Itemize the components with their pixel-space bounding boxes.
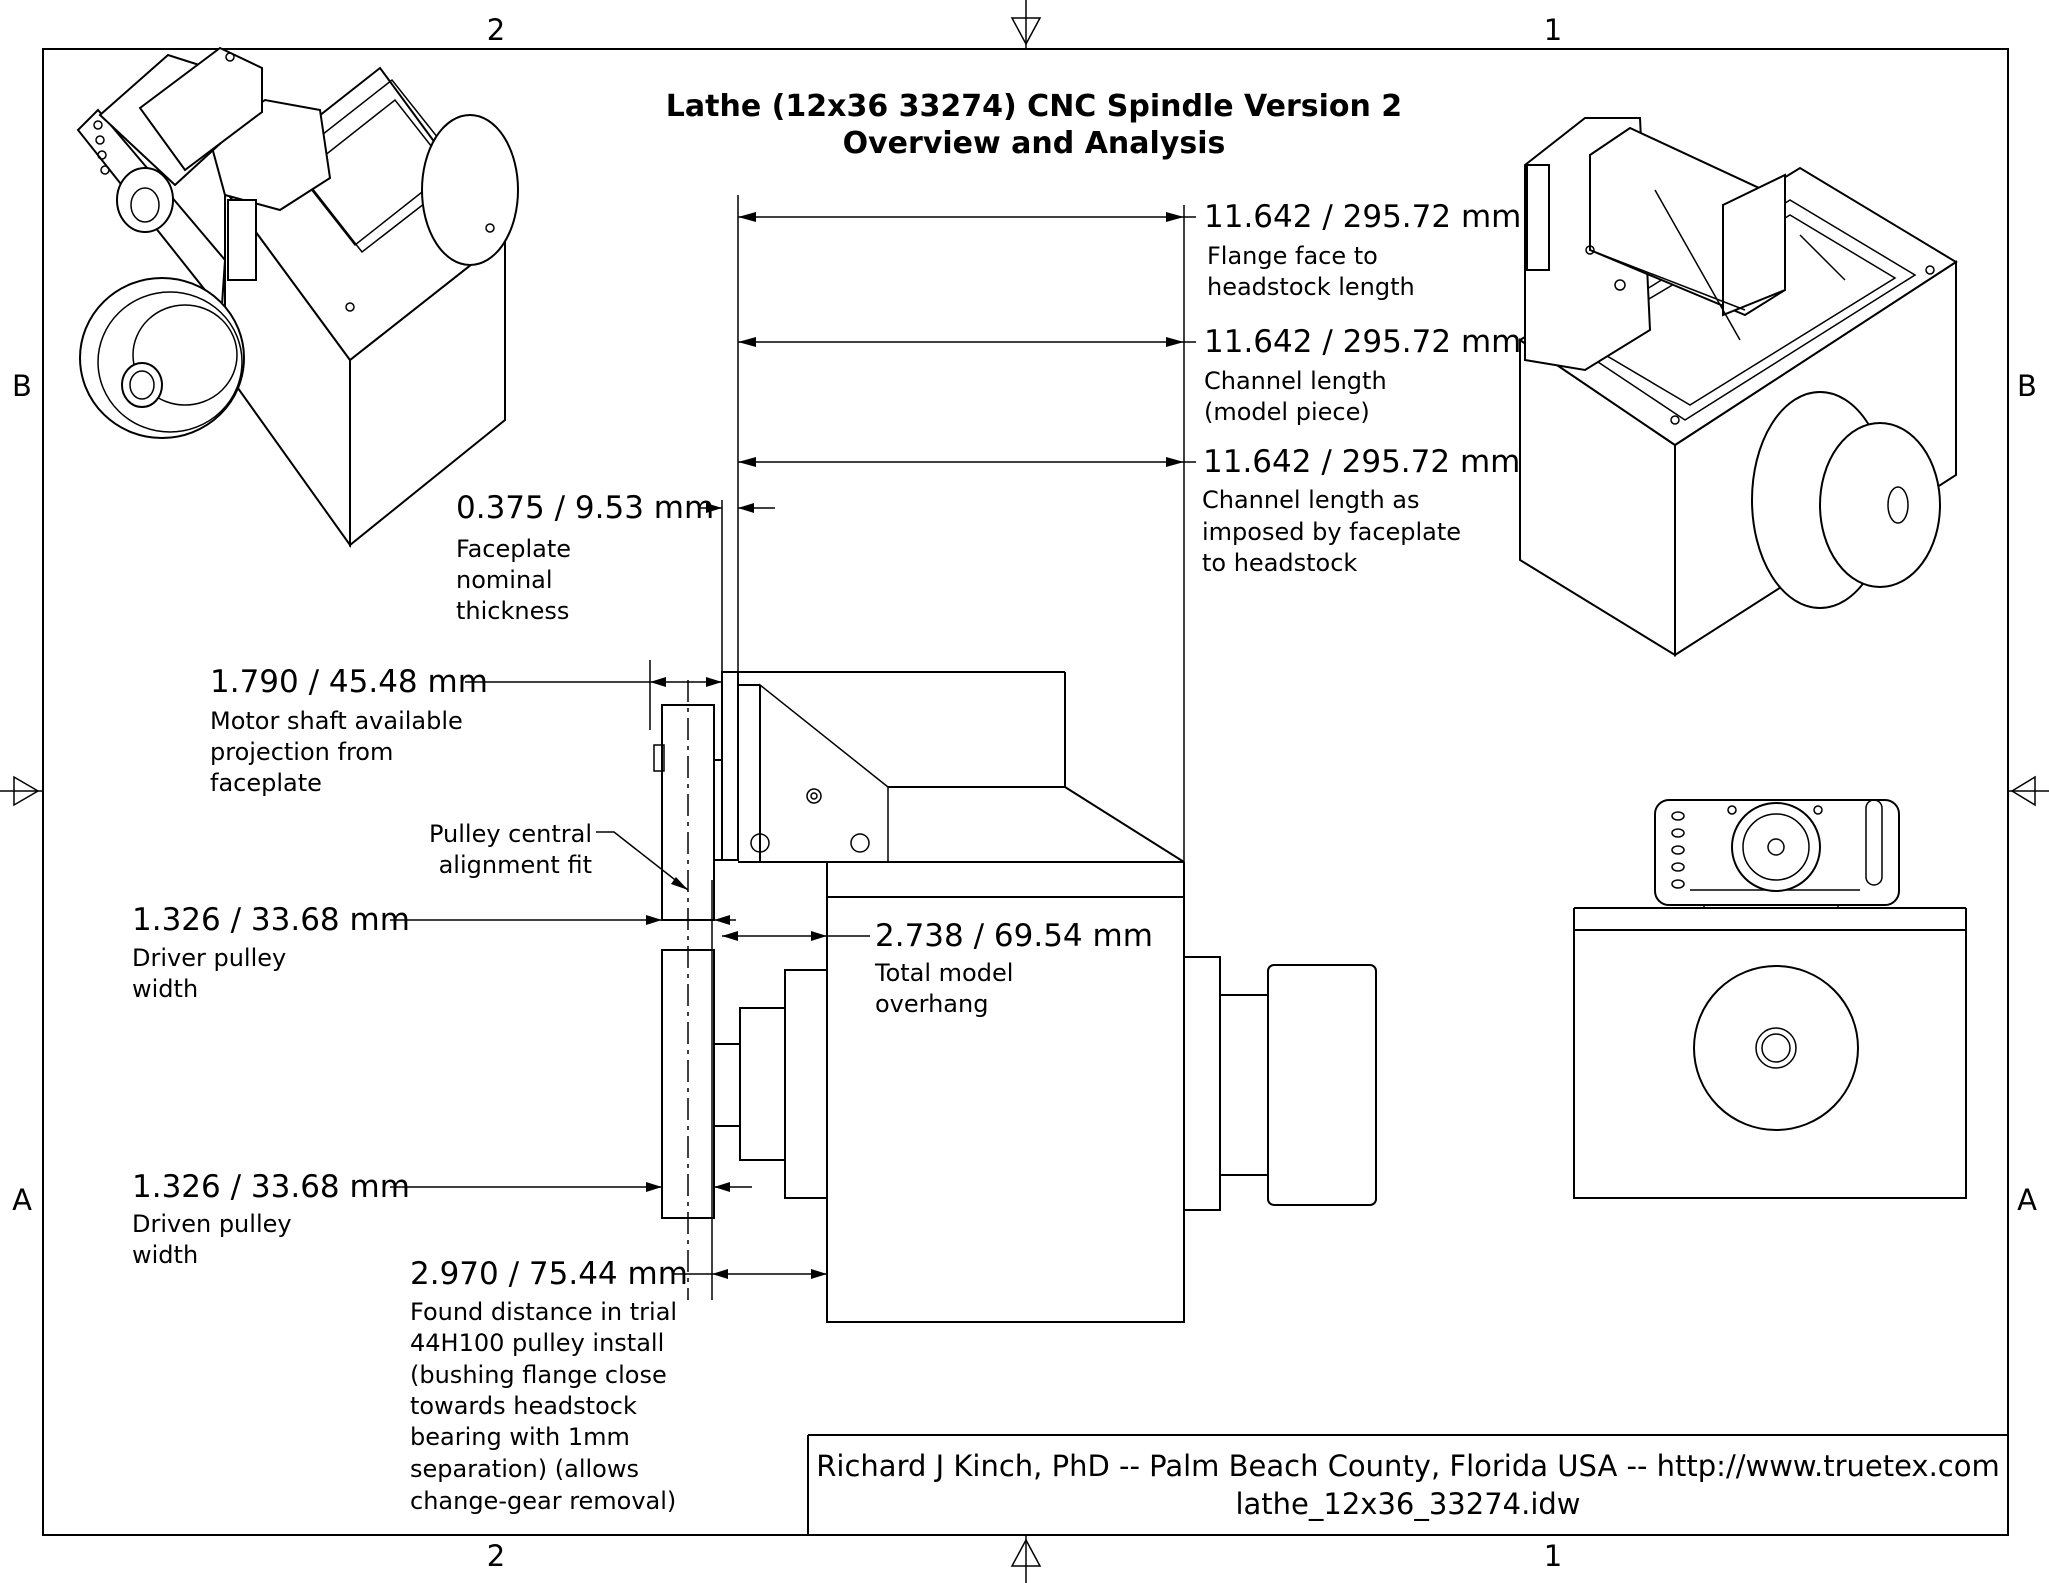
dimension-value: 2.970 / 75.44 mm (410, 1256, 688, 1292)
dimension-value: 11.642 / 295.72 mm (1204, 199, 1521, 235)
dimension-value: 11.642 / 295.72 mm (1203, 444, 1520, 480)
isometric-view-right (1518, 117, 1958, 657)
dimension-value: 0.375 / 9.53 mm (456, 490, 714, 526)
dimension-motor-shaft-projection: 1.790 / 45.48 mm Motor shaft available p… (210, 664, 722, 797)
zone-left-row-b: B (12, 369, 32, 403)
dimension-note-line: overhang (875, 990, 988, 1018)
dimension-note-line: Flange face to (1207, 242, 1378, 270)
center-mark-top (1010, 0, 1042, 49)
dimension-note-line: change-gear removal) (410, 1487, 676, 1515)
title-block: Richard J Kinch, PhD -- Palm Beach Count… (807, 1434, 2008, 1535)
dimension-flange-to-headstock: 11.642 / 295.72 mm Flange face to headst… (738, 199, 1521, 301)
dimension-note-line: Total model (874, 959, 1013, 987)
dimension-note-line: Found distance in trial (410, 1298, 677, 1326)
zone-top-col-1: 1 (1544, 13, 1562, 47)
side-elevation-view (649, 195, 1377, 1323)
zone-top-col-2: 2 (487, 13, 505, 47)
dimension-total-overhang: 2.738 / 69.54 mm Total model overhang (722, 918, 1153, 1018)
dimension-note-line: width (132, 1241, 198, 1269)
dimension-faceplate-thickness: 0.375 / 9.53 mm Faceplate nominal thickn… (456, 490, 775, 625)
dimension-note-line: Faceplate (456, 535, 571, 563)
dimension-note-line: Motor shaft available (210, 707, 463, 735)
dimension-note-line: (bushing flange close (410, 1361, 667, 1389)
dimension-value: 1.790 / 45.48 mm (210, 664, 488, 700)
dimension-note-line: projection from (210, 738, 393, 766)
faceplate (721, 671, 739, 861)
dimension-value: 1.326 / 33.68 mm (132, 902, 410, 938)
dimension-note-line: imposed by faceplate (1202, 518, 1461, 546)
dimension-driven-pulley-width: 1.326 / 33.68 mm Driven pulley width (132, 1169, 752, 1269)
drawing-title-line-1: Lathe (12x36 33274) CNC Spindle Version … (666, 89, 1402, 124)
dimension-note-line: alignment fit (439, 851, 592, 879)
dimension-note-line: width (132, 975, 198, 1003)
title-block-file-name: lathe_12x36_33274.idw (1235, 1487, 1580, 1521)
dimension-note-line: 44H100 pulley install (410, 1329, 664, 1357)
dimension-driver-pulley-width: 1.326 / 33.68 mm Driver pulley width (132, 902, 736, 1003)
dimension-channel-length: 11.642 / 295.72 mm Channel length (model… (738, 324, 1521, 426)
dimension-note-line: headstock length (1207, 273, 1415, 301)
zone-right-row-b: B (2017, 369, 2037, 403)
dimension-value: 11.642 / 295.72 mm (1204, 324, 1521, 360)
dimension-value: 2.738 / 69.54 mm (875, 918, 1153, 954)
dimension-note-line: towards headstock (410, 1392, 637, 1420)
title-block-author: Richard J Kinch, PhD -- Palm Beach Count… (816, 1449, 1999, 1483)
dimension-channel-imposed: 11.642 / 295.72 mm Channel length as imp… (738, 444, 1520, 577)
center-mark-right (2008, 775, 2049, 807)
dimension-note-line: Pulley central (429, 820, 592, 848)
zone-bottom-col-1: 1 (1544, 1539, 1562, 1573)
dimension-note-line: to headstock (1202, 549, 1357, 577)
callout-pulley-alignment: Pulley central alignment fit (429, 820, 689, 891)
dimension-note-line: Driver pulley (132, 944, 286, 972)
drawing-title-line-2: Overview and Analysis (843, 126, 1226, 161)
dimension-found-distance: 2.970 / 75.44 mm Found distance in trial… (410, 1256, 827, 1515)
front-view (1573, 799, 1967, 1199)
dimension-note-line: bearing with 1mm (410, 1423, 630, 1451)
dimension-note-line: Driven pulley (132, 1210, 292, 1238)
dimension-note-line: nominal (456, 566, 553, 594)
zone-bottom-col-2: 2 (487, 1539, 505, 1573)
zone-right-row-a: A (2017, 1183, 2037, 1217)
dimension-note-line: Channel length (1204, 367, 1387, 395)
center-mark-bottom (1010, 1535, 1042, 1583)
headstock-body (826, 896, 1185, 1323)
center-mark-left (0, 775, 43, 807)
dimension-note-line: separation) (allows (410, 1455, 639, 1483)
dimension-note-line: thickness (456, 597, 569, 625)
isometric-view-left (76, 46, 519, 549)
dimension-note-line: (model piece) (1204, 398, 1370, 426)
dimension-note-line: faceplate (210, 769, 322, 797)
dimension-value: 1.326 / 33.68 mm (132, 1169, 410, 1205)
zone-left-row-a: A (12, 1183, 32, 1217)
dimension-note-line: Channel length as (1202, 486, 1420, 514)
